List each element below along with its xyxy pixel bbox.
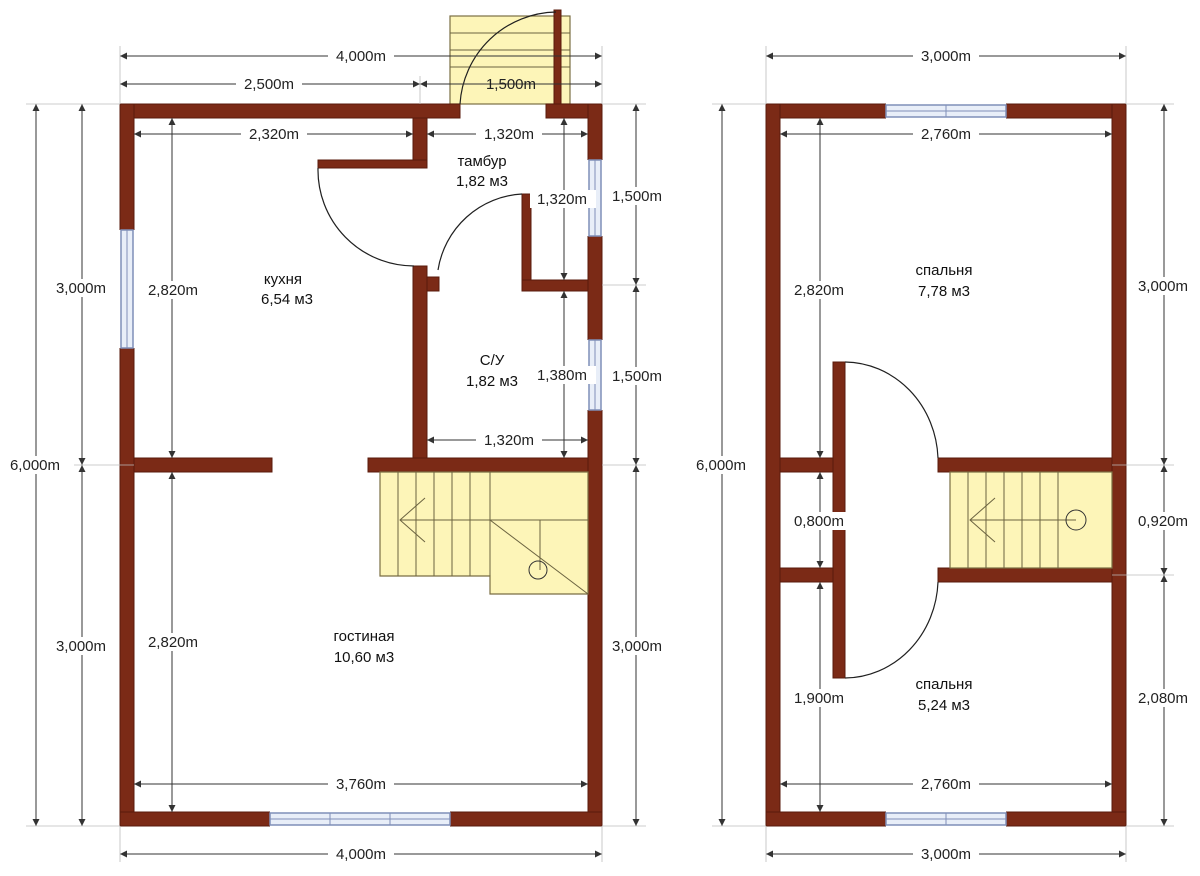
- bath-door-swing: [437, 193, 523, 271]
- dimension-labels-left: 4,000m 2,500m 1,500m 2,320m 1,320m 1,320…: [2, 47, 670, 863]
- room-bath-name: С/У: [480, 352, 505, 369]
- dim-right-mid: 1,500m: [612, 368, 662, 385]
- bedroom2-door-swing: [844, 581, 939, 679]
- dim-height-top: 3,000m: [56, 280, 106, 297]
- window-upper-top: [885, 103, 1007, 119]
- dim-upper-right-top: 3,000m: [1138, 278, 1188, 295]
- room-bedroom1-area: 7,78 м3: [918, 283, 970, 300]
- dimension-labels-right: 3,000m 2,760m 2,760m 3,000m 6,000m 2,820…: [688, 47, 1196, 863]
- dim-upper-bottom-width: 3,000m: [921, 846, 971, 863]
- dim-top-left-span: 2,500m: [244, 76, 294, 93]
- dim-bath-depth: 1,380m: [537, 367, 587, 384]
- dim-overall-width: 4,000m: [336, 48, 386, 65]
- dimension-lines-right: [712, 46, 1174, 862]
- dim-tambour-width: 1,320m: [484, 126, 534, 143]
- window-upper-bottom: [885, 811, 1007, 827]
- dim-right-bottom: 3,000m: [612, 638, 662, 655]
- room-living-area: 10,60 м3: [334, 649, 394, 666]
- dim-upper-right-bottom: 2,080m: [1138, 690, 1188, 707]
- dim-living-width: 3,760m: [336, 776, 386, 793]
- dim-kitchen-width: 2,320m: [249, 126, 299, 143]
- dim-bottom-width: 4,000m: [336, 846, 386, 863]
- dim-right-top: 1,500m: [612, 188, 662, 205]
- dim-upper-top-inner: 2,760m: [921, 126, 971, 143]
- room-bedroom2-name: спальня: [916, 676, 973, 693]
- dim-upper-left-mid: 0,800m: [794, 513, 844, 530]
- kitchen-door-swing: [317, 167, 415, 267]
- room-tambour-name: тамбур: [457, 153, 506, 170]
- dim-upper-overall-width: 3,000m: [921, 48, 971, 65]
- dim-upper-left-top: 2,820m: [794, 282, 844, 299]
- interior-staircase: [379, 471, 589, 595]
- room-tambour-area: 1,82 м3: [456, 173, 508, 190]
- dim-upper-left-bottom: 1,900m: [794, 690, 844, 707]
- dim-upper-height-total: 6,000m: [696, 457, 746, 474]
- room-kitchen-name: кухня: [264, 271, 302, 288]
- bedroom1-door-swing: [844, 361, 939, 459]
- dim-top-right-span: 1,500m: [486, 76, 536, 93]
- dim-upper-right-mid: 0,920m: [1138, 513, 1188, 530]
- ground-floor-plan: 4,000m 2,500m 1,500m 2,320m 1,320m 1,320…: [2, 9, 670, 863]
- dim-tambour-depth: 1,320m: [537, 191, 587, 208]
- window-bottom: [269, 811, 451, 827]
- dim-upper-bottom-inner: 2,760m: [921, 776, 971, 793]
- stair-opening-upper: [949, 471, 1113, 569]
- room-kitchen-area: 6,54 м3: [261, 291, 313, 308]
- porch-steps: [449, 15, 571, 105]
- room-bedroom2-area: 5,24 м3: [918, 697, 970, 714]
- window-left: [119, 229, 135, 349]
- room-bedroom1-name: спальня: [916, 262, 973, 279]
- room-bath-area: 1,82 м3: [466, 373, 518, 390]
- room-labels-left: тамбур 1,82 м3 кухня 6,54 м3 С/У 1,82 м3…: [261, 153, 518, 666]
- dim-height-total: 6,000m: [10, 457, 60, 474]
- upper-floor-plan: 3,000m 2,760m 2,760m 3,000m 6,000m 2,820…: [688, 46, 1196, 863]
- dim-height-bottom: 3,000m: [56, 638, 106, 655]
- dim-kitchen-depth: 2,820m: [148, 282, 198, 299]
- room-living-name: гостиная: [334, 628, 395, 645]
- room-labels-right: спальня 7,78 м3 спальня 5,24 м3: [916, 262, 973, 714]
- dim-living-depth: 2,820m: [148, 634, 198, 651]
- dim-bath-width: 1,320m: [484, 432, 534, 449]
